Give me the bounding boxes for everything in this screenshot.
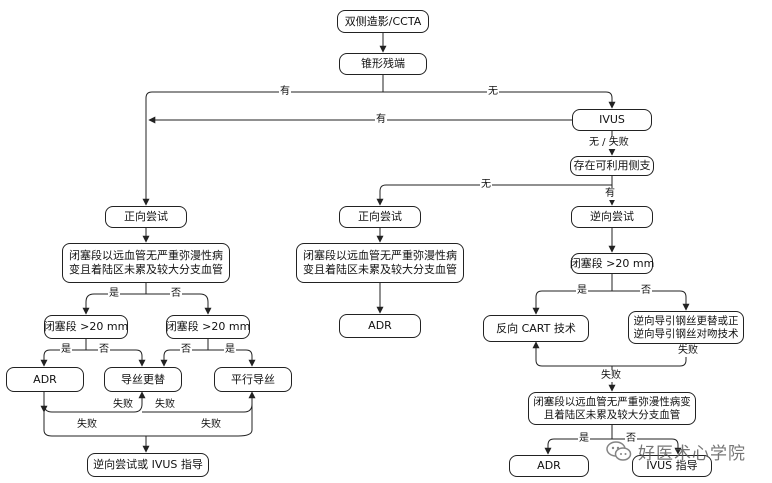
edge-sb-none bbox=[376, 184, 612, 206]
label-has-2: 有 bbox=[375, 114, 387, 126]
edge-lenb-yes bbox=[208, 349, 256, 367]
edge-fail-cart bbox=[532, 341, 687, 367]
label-fail-1: 失败 bbox=[112, 399, 134, 411]
label-none-2: 无 bbox=[480, 179, 492, 191]
node-condition-mid: 闭塞段以远血管无严重弥漫性病变且着陆区未累及较大分支血管 bbox=[296, 243, 464, 283]
edge-lenr-no bbox=[612, 290, 690, 311]
label-none-fail: 无 / 失败 bbox=[588, 137, 630, 149]
label-yes-r2: 是 bbox=[578, 433, 590, 445]
node-reverse-cart: 反向 CART 技术 bbox=[483, 315, 589, 342]
label-fail-2: 失败 bbox=[154, 399, 176, 411]
edge-lena-no bbox=[86, 349, 146, 367]
label-fail-4: 失败 bbox=[200, 419, 222, 431]
label-has-3: 有 bbox=[604, 188, 616, 200]
edge-stump-ivus bbox=[383, 91, 616, 109]
edge-cond-no bbox=[146, 293, 212, 315]
node-condition-left: 闭塞段以远血管无严重弥漫性病变且着陆区未累及较大分支血管 bbox=[62, 243, 230, 283]
edge-lenr-yes bbox=[532, 290, 612, 315]
node-antegrade-mid: 正向尝试 bbox=[339, 206, 421, 228]
node-wire-escalation: 导丝更替 bbox=[104, 367, 182, 392]
edge-merge bbox=[43, 392, 253, 437]
label-yes-l3: 是 bbox=[224, 344, 236, 356]
node-retro-or-ivus: 逆向尝试或 IVUS 指导 bbox=[87, 453, 209, 477]
label-no-r2: 否 bbox=[625, 433, 637, 445]
node-tapered-stump: 锥形残端 bbox=[339, 53, 427, 75]
label-fail-r1: 失败 bbox=[677, 345, 699, 357]
label-has-1: 有 bbox=[279, 86, 291, 98]
node-length-left-b: 闭塞段 >20 mm bbox=[166, 315, 250, 339]
node-adr-right: ADR bbox=[509, 455, 589, 477]
label-no-l2: 否 bbox=[98, 344, 110, 356]
watermark-text: 好医术心学院 bbox=[638, 443, 746, 464]
label-fail-3: 失败 bbox=[76, 419, 98, 431]
watermark: 好医术心学院 bbox=[606, 438, 766, 464]
label-no-l1: 否 bbox=[170, 288, 182, 300]
node-length-right: 闭塞段 >20 mm bbox=[570, 253, 654, 274]
label-no-l3: 否 bbox=[180, 344, 192, 356]
node-adr-left: ADR bbox=[6, 367, 84, 392]
wechat-logo-icon bbox=[606, 441, 632, 461]
node-condition-right: 闭塞段以远血管无严重弥漫性病变且着陆区未累及较大分支血管 bbox=[528, 392, 696, 425]
node-retrograde-exchange: 逆向导引钢丝更替或正逆向导引钢丝对吻技术 bbox=[628, 311, 744, 344]
node-ivus-guide: IVUS 指导 bbox=[632, 455, 712, 477]
edge-stump-antegrade bbox=[142, 91, 383, 206]
node-ivus: IVUS bbox=[572, 109, 652, 131]
node-parallel-wire: 平行导丝 bbox=[214, 367, 292, 392]
node-retrograde: 逆向尝试 bbox=[571, 206, 653, 228]
node-side-branch: 存在可利用侧支 bbox=[570, 156, 654, 176]
node-antegrade-left: 正向尝试 bbox=[105, 206, 187, 228]
edge-lenb-no bbox=[160, 349, 208, 367]
edge-lena-yes bbox=[40, 349, 86, 367]
edge-condr-yes bbox=[544, 438, 612, 455]
node-length-left-a: 闭塞段 >20 mm bbox=[44, 315, 128, 339]
label-none-1: 无 bbox=[487, 86, 499, 98]
edge-cond-yes bbox=[82, 293, 146, 315]
label-fail-r2: 失败 bbox=[600, 370, 622, 382]
node-adr-mid: ADR bbox=[339, 314, 421, 338]
label-no-r1: 否 bbox=[640, 285, 652, 297]
edge-condr-no bbox=[612, 438, 682, 455]
node-angiography-ccta: 双侧造影/CCTA bbox=[337, 10, 429, 33]
label-yes-l2: 是 bbox=[60, 344, 72, 356]
label-yes-l1: 是 bbox=[108, 288, 120, 300]
label-yes-r1: 是 bbox=[576, 285, 588, 297]
